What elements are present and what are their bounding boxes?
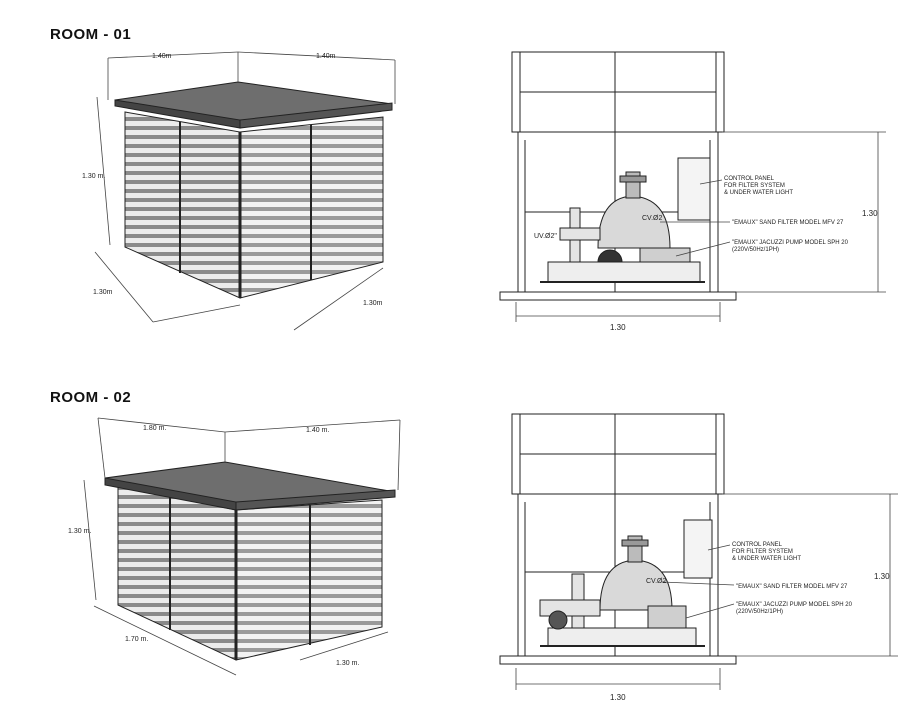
- room-01-control-panel-line2: FOR FILTER SYSTEM: [724, 183, 785, 189]
- room-02-elev-width: 1.30: [610, 693, 626, 702]
- room-01-left-wall: [124, 111, 241, 299]
- room-02-sand-filter-label: "EMAUX" SAND FILTER MODEL MFV 27: [736, 584, 848, 590]
- room-01-elev-width: 1.30: [610, 323, 626, 332]
- room-01-control-panel-line1: CONTROL PANEL: [724, 176, 775, 182]
- room-02-dim-top-right: 1.40 m.: [306, 427, 329, 434]
- room-02-dim-bottom-left: 1.70 m.: [125, 636, 148, 643]
- room-02-control-panel-line2: FOR FILTER SYSTEM: [732, 549, 793, 555]
- room-01-dimension-lines: [94, 51, 396, 331]
- room-02-title: ROOM - 02: [50, 389, 132, 406]
- room-01-isometric: [114, 81, 393, 299]
- room-02-left-wall: [117, 484, 237, 661]
- room-01-title: ROOM - 01: [50, 26, 132, 43]
- room-01-dim-height: 1.30 m.: [82, 173, 105, 180]
- room-01-sand-filter-label: "EMAUX" SAND FILTER MODEL MFV 27: [732, 220, 844, 226]
- room-02-control-panel-line1: CONTROL PANEL: [732, 542, 783, 548]
- room-02-elev-height: 1.30: [874, 572, 890, 581]
- room-01-elev-height: 1.30: [862, 209, 878, 218]
- room-01-cv-label: CV.Ø2: [642, 215, 662, 222]
- room-02-elevation: [499, 413, 737, 665]
- room-01-dim-bottom-right: 1.30m: [363, 300, 383, 307]
- room-01-elevation: [499, 51, 737, 301]
- room-01-elev-dimensions: [515, 131, 886, 322]
- room-01-control-panel-line3: & UNDER WATER LIGHT: [724, 190, 793, 196]
- room-02-isometric: [104, 461, 396, 661]
- room-02-elev-dimensions: [515, 493, 898, 690]
- room-01-control-panel-box: [677, 157, 711, 221]
- room-01-dim-top-left: 1.40m: [152, 53, 172, 60]
- room-01-dim-bottom-left: 1.30m: [93, 289, 113, 296]
- room-02-pump-label-line2: (220V/50Hz/1PH): [736, 609, 783, 615]
- room-02-control-panel-box: [683, 519, 713, 579]
- room-01-uv-label: UV.Ø2": [534, 233, 557, 240]
- room-01-dim-top-right: 1.40m: [316, 53, 336, 60]
- room-02-dim-bottom-right: 1.30 m.: [336, 660, 359, 667]
- room-02-pump-label-line1: "EMAUX" JACUZZI PUMP MODEL SPH 20: [736, 602, 853, 608]
- room-01-pump-label-line2: (220V/50Hz/1PH): [732, 247, 779, 253]
- room-02-dim-top-left: 1.80 m.: [143, 425, 166, 432]
- room-02-dimension-lines: [83, 417, 401, 676]
- room-01-pump-label-line1: "EMAUX" JACUZZI PUMP MODEL SPH 20: [732, 240, 849, 246]
- room-02-cv-label: CV.Ø2: [646, 578, 666, 585]
- room-02-control-panel-line3: & UNDER WATER LIGHT: [732, 556, 801, 562]
- room-02-dim-height: 1.30 m.: [68, 528, 91, 535]
